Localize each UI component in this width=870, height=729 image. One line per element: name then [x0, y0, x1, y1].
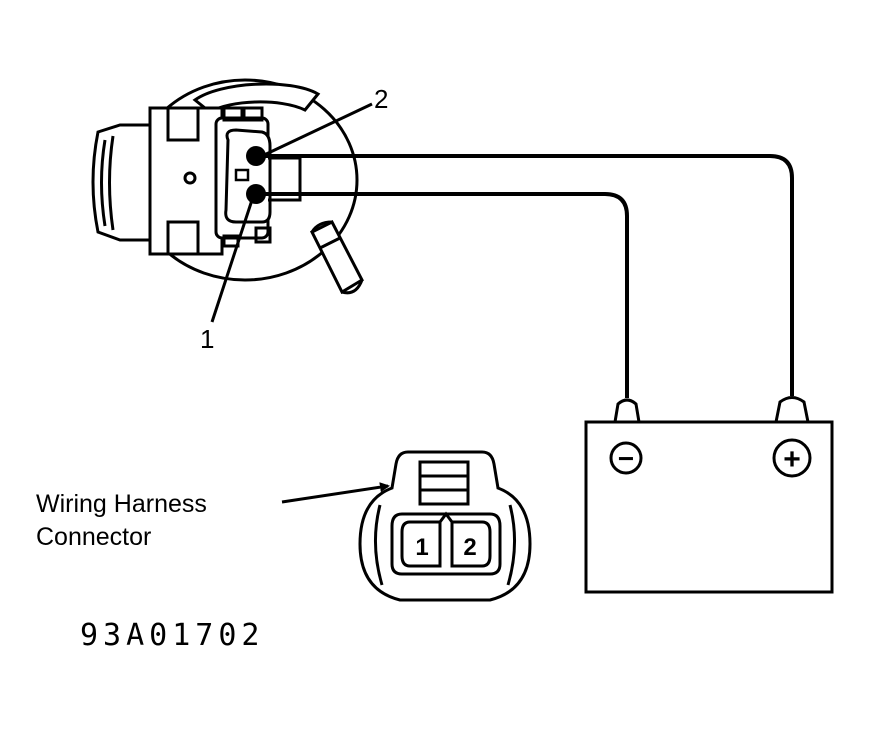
harness-connector [358, 450, 532, 602]
connector-cavity [390, 512, 502, 576]
battery-positive-symbol: + [783, 443, 801, 476]
sensor-stud [309, 219, 364, 295]
battery-negative-symbol: − [618, 443, 634, 474]
connector-pin-2-label: 2 [463, 534, 476, 561]
terminal-2 [246, 146, 266, 166]
sensor-top-tab [192, 82, 321, 114]
battery-negative-icon [609, 441, 643, 475]
leader-line-1 [210, 199, 254, 323]
battery-positive-icon [772, 438, 812, 478]
harness-label-line2: Connector [36, 523, 152, 551]
harness-label-line1: Wiring Harness [36, 490, 207, 518]
battery: − + [584, 396, 834, 594]
callout-label-1: 1 [200, 324, 215, 354]
battery-negative-post [613, 398, 641, 424]
wire-to-positive [262, 154, 794, 396]
figure-id: 93A01702 [80, 618, 265, 653]
wire-to-negative [262, 192, 629, 398]
terminal-1 [246, 184, 266, 204]
sensor-component [91, 78, 364, 295]
callout-label-2: 2 [374, 84, 389, 114]
connector-pin-1-label: 1 [415, 534, 428, 561]
leader-line-2 [261, 102, 373, 158]
battery-positive-post [774, 396, 810, 424]
harness-arrow [281, 482, 390, 504]
